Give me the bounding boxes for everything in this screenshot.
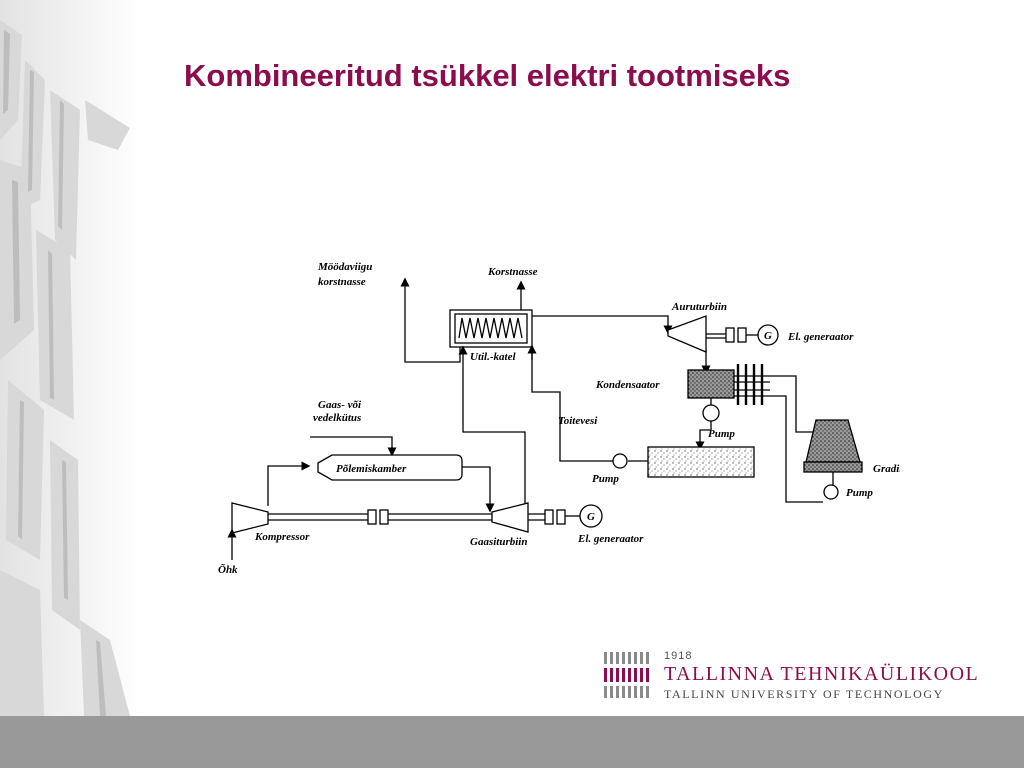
- exhaust-line: [462, 362, 526, 505]
- footer-bar: [0, 716, 1024, 768]
- feedwater-pump: [612, 453, 628, 469]
- university-logo: 1918 TALLINNA TEHNIKAÜLIKOOL TALLINN UNI…: [604, 650, 984, 702]
- label-el-generaator-top: El. generaator: [787, 331, 854, 343]
- condenser: [687, 369, 735, 399]
- boiler-coil: [458, 317, 523, 339]
- condenser-tubes: [736, 364, 764, 405]
- cooling-water-return: [770, 395, 823, 503]
- label-vedelkutus: vedelkütus: [313, 412, 361, 424]
- generator-top: [757, 324, 779, 346]
- steam-turbine: [667, 315, 707, 353]
- combined-cycle-diagram: G G Möödaviigu korstnasse Korstnasse Aur…: [218, 261, 900, 576]
- label-pump-feedwater: Pump: [592, 473, 619, 485]
- label-gaas: Gaas- või: [318, 399, 362, 411]
- generator-top-symbol: G: [764, 330, 772, 342]
- logo-subtitle: TALLINN UNIVERSITY OF TECHNOLOGY: [664, 687, 944, 701]
- page-title: Kombineeritud tsükkel elektri tootmiseks: [184, 58, 791, 93]
- label-korstnasse: Korstnasse: [487, 266, 538, 278]
- feedwater-tank: [647, 446, 755, 478]
- feedwater-line: [531, 347, 613, 462]
- fuel-line: [310, 436, 397, 457]
- label-toitevesi: Toitevesi: [558, 415, 598, 427]
- cooling-water-out: [770, 375, 824, 433]
- generator-bottom: [579, 504, 603, 528]
- label-auruturbiin: Auruturbiin: [671, 301, 727, 313]
- label-gaasiturbiin: Gaasiturbiin: [470, 536, 527, 548]
- university-logo-mark: [604, 652, 649, 698]
- compressor: [231, 502, 269, 534]
- label-util-katel: Util.-katel: [470, 351, 516, 363]
- steam-line: [532, 315, 673, 335]
- label-kondensaator: Kondensaator: [595, 379, 660, 391]
- label-pump-tower: Pump: [846, 487, 873, 499]
- gas-turbine: [491, 502, 529, 533]
- condensate-pump: [702, 404, 720, 422]
- label-moodaviigu-korstnasse: korstnasse: [318, 276, 366, 288]
- label-el-generaator-bottom: El. generaator: [577, 533, 644, 545]
- decorative-left-strip: [0, 0, 140, 716]
- label-ohk: Õhk: [218, 564, 238, 576]
- label-gradiir: Gradiir: [873, 463, 900, 475]
- tower-pump: [823, 484, 839, 500]
- generator-bottom-symbol: G: [587, 511, 595, 523]
- label-polemiskamber: Põlemiskamber: [336, 463, 407, 475]
- logo-name: TALLINNA TEHNIKAÜLIKOOL: [664, 663, 980, 685]
- label-moodaviigu: Möödaviigu: [317, 261, 372, 273]
- label-pump-condensate: Pump: [708, 428, 735, 440]
- combustion-chamber: [317, 454, 463, 481]
- label-kompressor: Kompressor: [254, 531, 310, 543]
- logo-year: 1918: [664, 650, 693, 662]
- cooling-tower: [805, 419, 861, 463]
